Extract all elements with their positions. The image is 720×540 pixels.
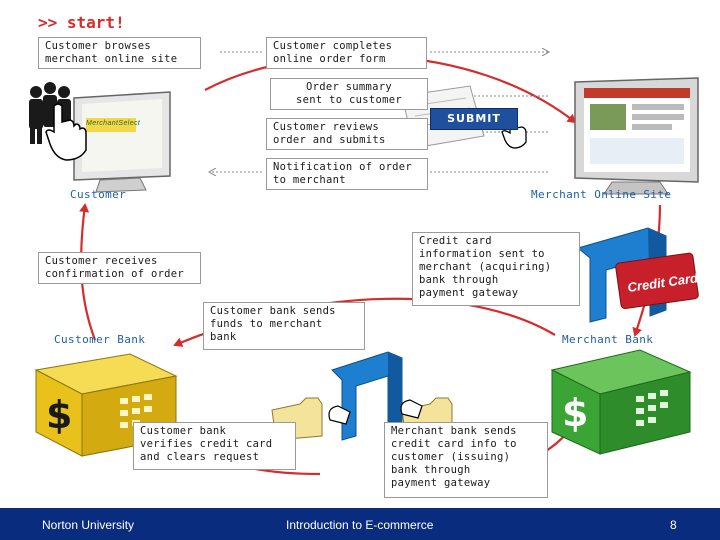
customer-monitor-icon bbox=[73, 91, 171, 193]
step-merchant-bank-sends: Merchant bank sends credit card info to … bbox=[384, 422, 548, 498]
step-receives-confirmation: Customer receives confirmation of order bbox=[38, 252, 201, 284]
actor-merchant-site-label: Merchant Online Site bbox=[531, 188, 672, 201]
step-complete-form: Customer completes online order form bbox=[266, 37, 427, 69]
footer-institution: Norton University bbox=[42, 518, 135, 532]
step-review-submit: Customer reviews order and submits bbox=[266, 118, 428, 150]
svg-text:$: $ bbox=[562, 391, 588, 435]
step-card-info-acquiring: Credit card information sent to merchant… bbox=[412, 232, 580, 306]
step-bank-sends-funds: Customer bank sends funds to merchant ba… bbox=[203, 302, 365, 350]
payment-gateway-icon bbox=[331, 351, 403, 441]
hand-icon-left bbox=[328, 405, 351, 425]
step-bank-verifies: Customer bank verifies credit card and c… bbox=[133, 422, 296, 470]
actor-customer-bank-label: Customer Bank bbox=[54, 333, 146, 346]
dotted-connectors bbox=[210, 52, 548, 172]
ecommerce-cycle-diagram: Credit Card $ $ bbox=[29, 0, 700, 479]
hand-cursor-icon bbox=[45, 103, 87, 161]
merchant-logo-text: MerchantSelect bbox=[86, 120, 141, 127]
merchant-monitor-icon bbox=[574, 77, 699, 195]
footer-course-title: Introduction to E-commerce bbox=[286, 518, 434, 532]
footer-bar: Norton University Introduction to E-comm… bbox=[0, 508, 720, 540]
hand-icon-right bbox=[400, 399, 423, 419]
actor-customer-label: Customer bbox=[70, 188, 127, 201]
actor-merchant-bank-label: Merchant Bank bbox=[562, 333, 654, 346]
svg-text:$: $ bbox=[46, 393, 72, 437]
credit-card-icon bbox=[615, 252, 699, 310]
step-notify-merchant: Notification of order to merchant bbox=[266, 158, 428, 190]
step-order-summary: Order summary sent to customer bbox=[270, 78, 428, 110]
merchant-bank-cube-icon: $ bbox=[550, 349, 692, 455]
start-label: >> start! bbox=[38, 13, 125, 32]
footer-page-number: 8 bbox=[670, 518, 677, 532]
submit-button: SUBMIT bbox=[430, 108, 518, 130]
step-browse: Customer browses merchant online site bbox=[38, 37, 201, 69]
